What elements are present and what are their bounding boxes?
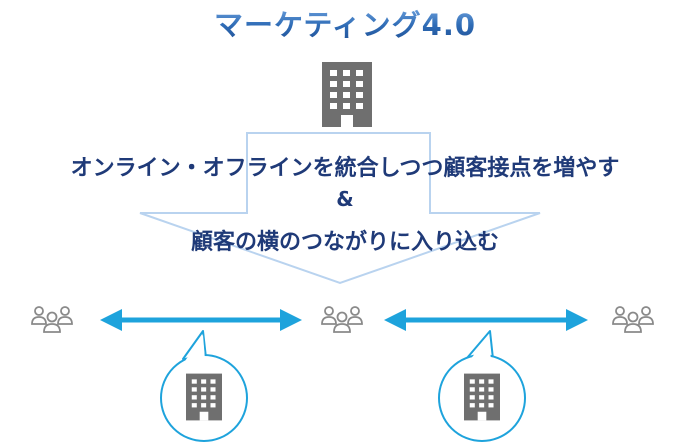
people-group-icon-right — [612, 306, 654, 333]
message-ampersand: & — [336, 187, 354, 211]
message-line-1: オンライン・オフラインを統合しつつ顧客接点を増やす — [70, 156, 620, 181]
double-arrow-icon-right — [384, 309, 588, 331]
double-arrow-icon-left — [100, 309, 302, 331]
speech-bubble-left — [160, 330, 248, 442]
building-icon-top — [322, 62, 372, 127]
speech-bubble-right — [438, 330, 526, 442]
big-down-arrow — [139, 132, 541, 285]
diagram-title: マーケティング4.0 — [0, 2, 690, 44]
message-line-3: 顧客の横のつながりに入り込む — [190, 230, 499, 255]
people-group-icon-center — [321, 306, 363, 333]
people-group-icon-left — [31, 306, 73, 333]
